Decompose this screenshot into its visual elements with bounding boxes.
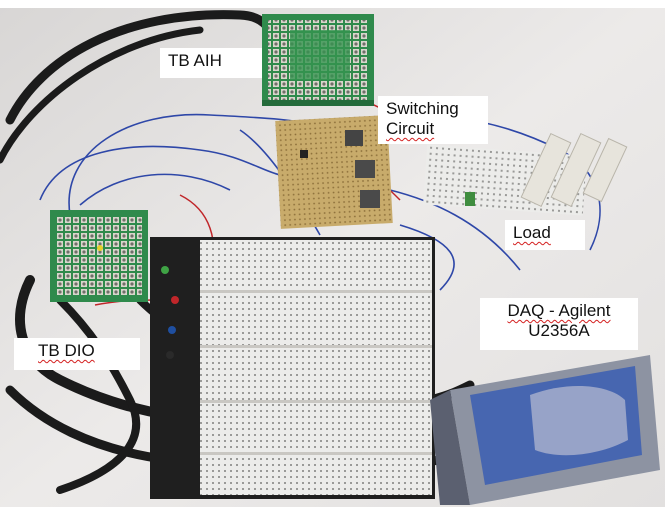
tb-dio-label-text: TB DIO bbox=[38, 341, 95, 360]
switching-circuit-board bbox=[275, 115, 393, 229]
daq-label-line2: U2356A bbox=[528, 321, 590, 340]
daq-label: DAQ - Agilent U2356A bbox=[480, 298, 638, 350]
switching-label-line1: Switching bbox=[386, 99, 459, 118]
tb-aih-label: TB AIH bbox=[160, 48, 262, 78]
tb-dio-label: TB DIO bbox=[14, 338, 140, 370]
load-label: Load bbox=[505, 220, 585, 250]
load-resistors bbox=[520, 132, 628, 208]
daq-label-line1: DAQ - Agilent bbox=[507, 301, 611, 320]
tb-dio-board bbox=[50, 210, 148, 302]
tb-aih-label-text: TB AIH bbox=[168, 51, 222, 70]
switching-label-line2: Circuit bbox=[386, 119, 435, 138]
load-label-text: Load bbox=[513, 223, 551, 242]
switching-circuit-label: Switching Circuit bbox=[378, 96, 488, 144]
tb-aih-board bbox=[262, 14, 374, 106]
main-breadboard bbox=[150, 237, 435, 499]
daq-device bbox=[430, 355, 660, 505]
